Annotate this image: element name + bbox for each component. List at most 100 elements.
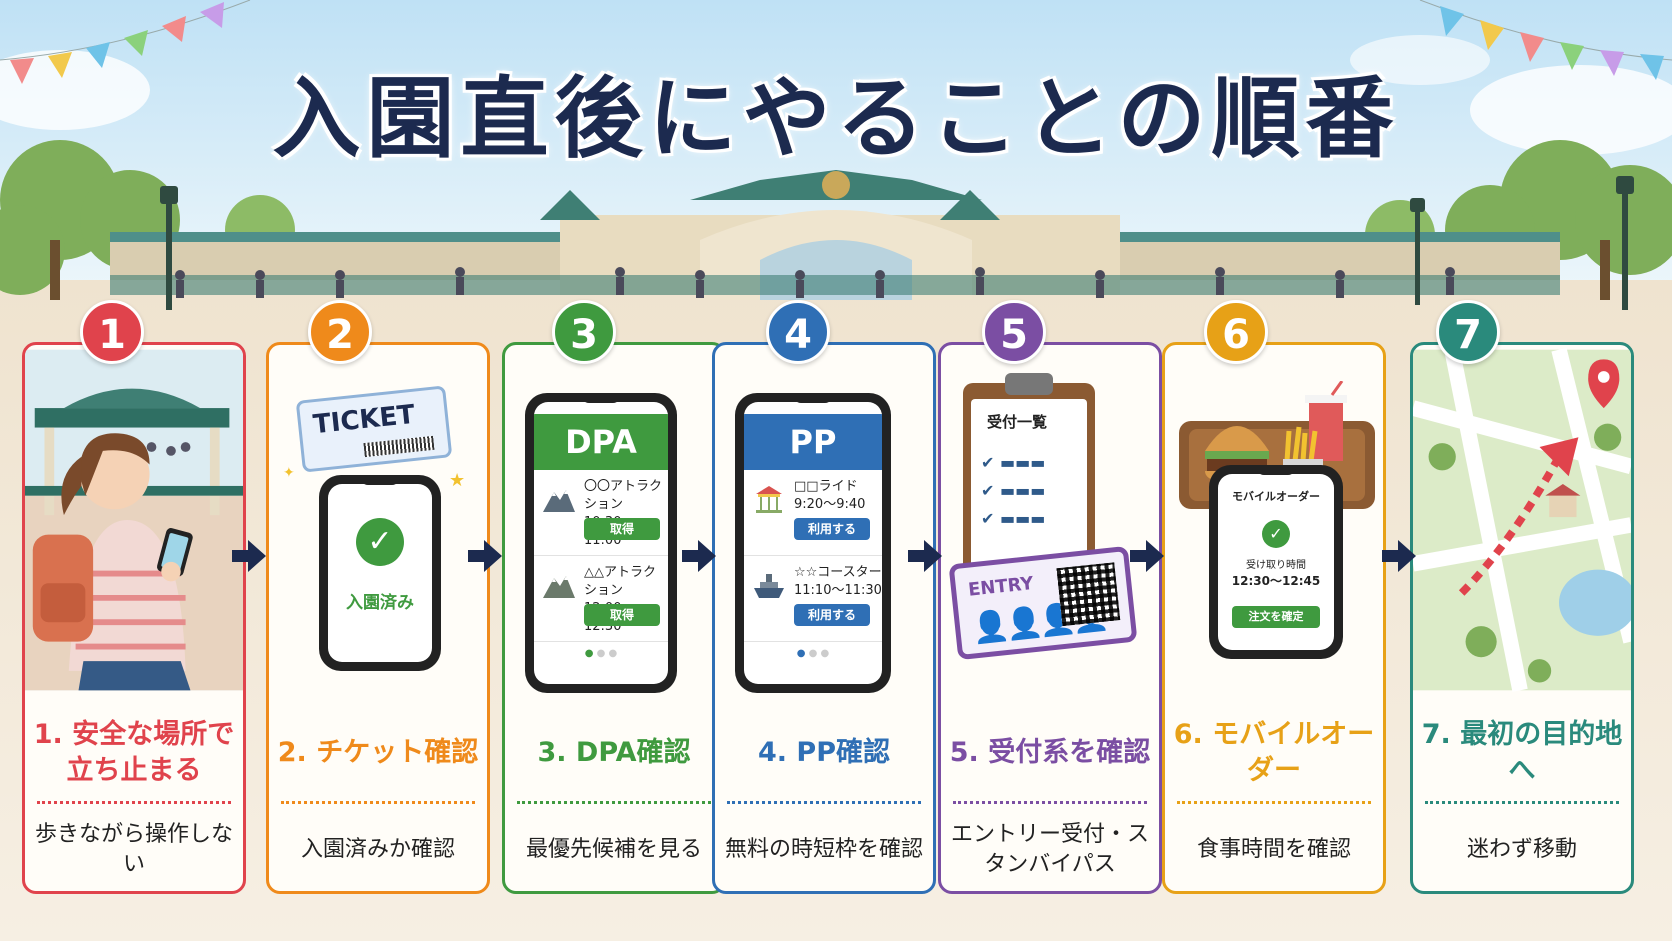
use-button[interactable]: 利用する bbox=[794, 604, 870, 626]
step-1-number: 1 bbox=[80, 300, 144, 364]
arrow-right-icon bbox=[468, 540, 502, 572]
clipboard-illustration: 受付一覧 ✔ ▬▬▬✔ ▬▬▬✔ ▬▬▬ bbox=[963, 373, 1095, 583]
use-button[interactable]: 利用する bbox=[794, 518, 870, 540]
attraction-name: △△アトラクション bbox=[584, 565, 656, 598]
crowd bbox=[175, 267, 1455, 298]
step-6-divider bbox=[1177, 801, 1371, 804]
clipboard-clip bbox=[1005, 373, 1053, 395]
park-map-illustration bbox=[1413, 347, 1631, 692]
phone-screen: ✓ 入園済み bbox=[328, 484, 432, 662]
step-1-description: 歩きながら操作しない bbox=[35, 822, 234, 877]
step-5-description: エントリー受付・スタンバイパス bbox=[951, 822, 1150, 877]
arrow-right-icon bbox=[1130, 540, 1164, 572]
dpa-header: DPA bbox=[534, 414, 668, 470]
step-2-card: TICKET ★ ✦ ✓ 入園済み 2. チケット確認 入園済みか確認 bbox=[266, 342, 490, 894]
step-2-divider bbox=[281, 801, 475, 804]
phone-notch bbox=[793, 393, 833, 403]
phone-notch bbox=[360, 475, 400, 485]
check-icon: ✓ bbox=[1262, 520, 1290, 548]
barcode bbox=[363, 435, 435, 458]
ship-icon bbox=[754, 574, 784, 598]
phone-screen: モバイルオーダー ✓ 受け取り時間 12:30〜12:45 注文を確定 bbox=[1218, 474, 1334, 650]
step-3-card: DPA 〇〇アトラクション10:30〜11:00 取得 △△アトラクション12:… bbox=[502, 342, 726, 894]
step-1-card: 1. 安全な場所で立ち止まる 歩きながら操作しない bbox=[22, 342, 246, 894]
arrow-right-icon bbox=[908, 540, 942, 572]
bunting-left bbox=[0, 0, 251, 84]
step-6-card: モバイルオーダー ✓ 受け取り時間 12:30〜12:45 注文を確定 6. モ… bbox=[1162, 342, 1386, 894]
step-3-label: 3. DPA確認 bbox=[537, 737, 691, 768]
admitted-status: 入園済み bbox=[346, 593, 414, 613]
bunting-right bbox=[1419, 0, 1672, 80]
step-3-number: 3 bbox=[552, 300, 616, 364]
park-entrance bbox=[110, 170, 1560, 300]
step-7-number: 7 bbox=[1436, 300, 1500, 364]
ticket-illustration: TICKET bbox=[295, 385, 453, 473]
checklist: ✔ ▬▬▬✔ ▬▬▬✔ ▬▬▬ bbox=[981, 453, 1046, 528]
attraction-info: ☆☆コースター 11:10〜11:30 bbox=[794, 564, 882, 600]
phone-mobile-order: モバイルオーダー ✓ 受け取り時間 12:30〜12:45 注文を確定 bbox=[1209, 465, 1343, 659]
entry-text: ENTRY bbox=[967, 572, 1035, 601]
pickup-label: 受け取り時間 bbox=[1246, 560, 1306, 571]
step-6-label: 6. モバイルオーダー bbox=[1173, 719, 1375, 786]
mobile-order-title: モバイルオーダー bbox=[1232, 490, 1320, 503]
clipboard-title: 受付一覧 bbox=[987, 413, 1048, 431]
step-5-divider bbox=[953, 801, 1147, 804]
clipboard-paper: 受付一覧 ✔ ▬▬▬✔ ▬▬▬✔ ▬▬▬ bbox=[971, 399, 1087, 575]
pickup-time: 12:30〜12:45 bbox=[1231, 574, 1321, 588]
sparkle-icon: ✦ bbox=[283, 465, 295, 481]
phone-screen: DPA 〇〇アトラクション10:30〜11:00 取得 △△アトラクション12:… bbox=[534, 402, 668, 684]
entry-card: ENTRY 👤👤👤👤 bbox=[948, 545, 1138, 661]
list-item: ☆☆コースター 11:10〜11:30 利用する bbox=[744, 556, 882, 642]
list-item: 〇〇アトラクション10:30〜11:00 取得 bbox=[534, 470, 668, 556]
attraction-name: 〇〇アトラクション bbox=[584, 479, 663, 512]
step-7-label: 7. 最初の目的地へ bbox=[1421, 719, 1623, 786]
person-with-phone-illustration bbox=[25, 349, 243, 691]
page-dots: ● ● ● bbox=[584, 648, 618, 659]
lamp-posts bbox=[160, 176, 1634, 310]
step-1-label: 1. 安全な場所で立ち止まる bbox=[33, 719, 235, 786]
get-button[interactable]: 取得 bbox=[584, 518, 660, 540]
page-title: 入園直後にやることの順番 bbox=[272, 67, 1400, 170]
phone-dpa: DPA 〇〇アトラクション10:30〜11:00 取得 △△アトラクション12:… bbox=[525, 393, 677, 693]
mountain-icon bbox=[543, 490, 575, 512]
attraction-time: 11:10〜11:30 bbox=[794, 583, 882, 598]
step-7-description: 迷わず移動 bbox=[1466, 837, 1577, 862]
carousel-icon bbox=[756, 486, 782, 513]
arrow-right-icon bbox=[1382, 540, 1416, 572]
step-6-description: 食事時間を確認 bbox=[1196, 837, 1351, 862]
step-1-divider bbox=[37, 801, 231, 804]
step-7-divider bbox=[1425, 801, 1619, 804]
step-7-card: 7. 最初の目的地へ 迷わず移動 bbox=[1410, 342, 1634, 894]
step-5-card: 受付一覧 ✔ ▬▬▬✔ ▬▬▬✔ ▬▬▬ ENTRY 👤👤👤👤 5. 受付系を確… bbox=[938, 342, 1162, 894]
check-icon: ✓ bbox=[356, 518, 404, 566]
step-5-label: 5. 受付系を確認 bbox=[949, 737, 1151, 768]
phone-notch bbox=[1256, 465, 1296, 475]
qr-code-icon bbox=[1056, 562, 1121, 627]
confirm-order-button[interactable]: 注文を確定 bbox=[1232, 606, 1320, 628]
step-4-label: 4. PP確認 bbox=[757, 737, 891, 768]
attraction-time: 9:20〜9:40 bbox=[794, 497, 866, 512]
arrow-right-icon bbox=[682, 540, 716, 572]
step-5-number: 5 bbox=[982, 300, 1046, 364]
ticket-text: TICKET bbox=[311, 399, 417, 441]
step-4-number: 4 bbox=[766, 300, 830, 364]
step-4-description: 無料の時短枠を確認 bbox=[725, 837, 924, 862]
step-2-description: 入園済みか確認 bbox=[300, 837, 455, 862]
step-2-label: 2. チケット確認 bbox=[277, 737, 479, 768]
step-4-divider bbox=[727, 801, 921, 804]
step-2-number: 2 bbox=[308, 300, 372, 364]
page-dots: ● ● ● bbox=[796, 648, 830, 659]
get-button[interactable]: 取得 bbox=[584, 604, 660, 626]
mountain-icon bbox=[543, 576, 575, 598]
pp-header: PP bbox=[744, 414, 882, 470]
sparkle-icon: ★ bbox=[449, 470, 466, 491]
attraction-name: ☆☆コースター bbox=[794, 565, 882, 580]
phone-notch bbox=[581, 393, 621, 403]
step-3-divider bbox=[517, 801, 711, 804]
